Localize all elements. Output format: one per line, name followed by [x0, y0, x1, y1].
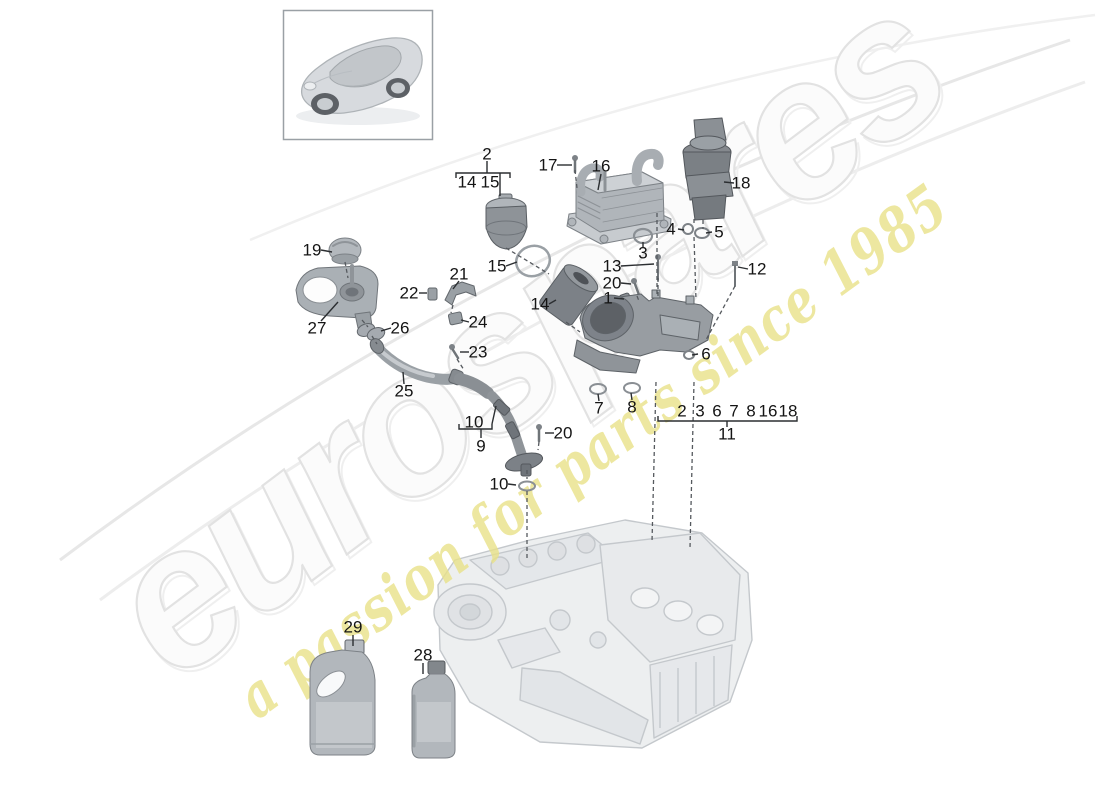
- callout-6[interactable]: 6: [701, 344, 711, 364]
- callout-19[interactable]: 19: [302, 240, 322, 260]
- callout-24[interactable]: 24: [468, 312, 488, 332]
- bolt-12: [732, 261, 738, 287]
- bolt-20-bottom: [536, 424, 542, 443]
- callout-1[interactable]: 1: [603, 288, 613, 308]
- group-note-7[interactable]: 7: [729, 401, 739, 421]
- o-ring-10: [518, 480, 536, 492]
- callout-29[interactable]: 29: [343, 617, 363, 637]
- porsche-911-coupe-car: [296, 37, 423, 125]
- group-note-2[interactable]: 2: [677, 401, 687, 421]
- oil-pipe-9: [487, 391, 544, 477]
- group-note-3[interactable]: 3: [695, 401, 705, 421]
- oil-filler-cap: [328, 237, 362, 265]
- oil-filter-element: [539, 264, 599, 326]
- group-note-16[interactable]: 16: [758, 401, 778, 421]
- callout-26[interactable]: 26: [390, 318, 410, 338]
- group-note-6[interactable]: 6: [712, 401, 722, 421]
- o-ring-15: [514, 244, 552, 278]
- callout-22[interactable]: 22: [399, 283, 419, 303]
- thermostat-housing: [682, 117, 734, 221]
- callout-20-bottom[interactable]: 20: [553, 423, 573, 443]
- callout-18[interactable]: 18: [731, 173, 751, 193]
- callout-12[interactable]: 12: [747, 259, 767, 279]
- callout-10-oring[interactable]: 10: [489, 474, 509, 494]
- clip-22: [427, 287, 438, 301]
- engine-block: [433, 519, 753, 749]
- callout-21[interactable]: 21: [449, 264, 469, 284]
- assembly-dashed-lines: [344, 169, 736, 558]
- oil-filter-cover: [485, 193, 528, 250]
- callout-4[interactable]: 4: [666, 219, 676, 239]
- vehicle-thumbnail[interactable]: [282, 9, 434, 141]
- engine-oil-bottle: [411, 660, 456, 759]
- bolt-20-top: [631, 278, 641, 297]
- callout-13[interactable]: 13: [602, 256, 622, 276]
- callout-14-under-2[interactable]: 14: [457, 172, 477, 192]
- hose-clamp-26: [356, 323, 386, 341]
- callout-2-assembly[interactable]: 2: [482, 144, 492, 164]
- oil-pipe-25: [369, 338, 494, 399]
- seal-ring-4: [682, 223, 694, 235]
- oil-filler-neck: [295, 264, 379, 329]
- callout-20-top[interactable]: 20: [602, 273, 622, 293]
- callout-3[interactable]: 3: [638, 243, 648, 263]
- callout-23[interactable]: 23: [468, 342, 488, 362]
- group-note-8[interactable]: 8: [746, 401, 756, 421]
- clip-24: [447, 311, 464, 326]
- callout-15-under-2[interactable]: 15: [480, 172, 500, 192]
- callout-15-oring[interactable]: 15: [487, 256, 507, 276]
- callout-25[interactable]: 25: [394, 381, 414, 401]
- callout-10-bracket[interactable]: 10: [464, 412, 484, 432]
- callout-14-element[interactable]: 14: [530, 294, 550, 314]
- callout-9[interactable]: 9: [476, 436, 486, 456]
- callout-16[interactable]: 16: [591, 156, 611, 176]
- callout-17[interactable]: 17: [538, 155, 558, 175]
- engine-oil-jug: [309, 639, 376, 756]
- callout-7[interactable]: 7: [594, 398, 604, 418]
- bolt-23: [449, 344, 460, 360]
- callout-8[interactable]: 8: [627, 397, 637, 417]
- group-note-18[interactable]: 18: [778, 401, 798, 421]
- callout-28[interactable]: 28: [413, 645, 433, 665]
- oil-filter-console: [573, 289, 714, 374]
- bracket-21: [444, 281, 477, 306]
- callout-27[interactable]: 27: [307, 318, 327, 338]
- callout-11-group[interactable]: 11: [718, 424, 736, 444]
- callout-leader-lines: [320, 161, 798, 674]
- callout-5[interactable]: 5: [714, 222, 724, 242]
- o-ring-8: [623, 382, 641, 394]
